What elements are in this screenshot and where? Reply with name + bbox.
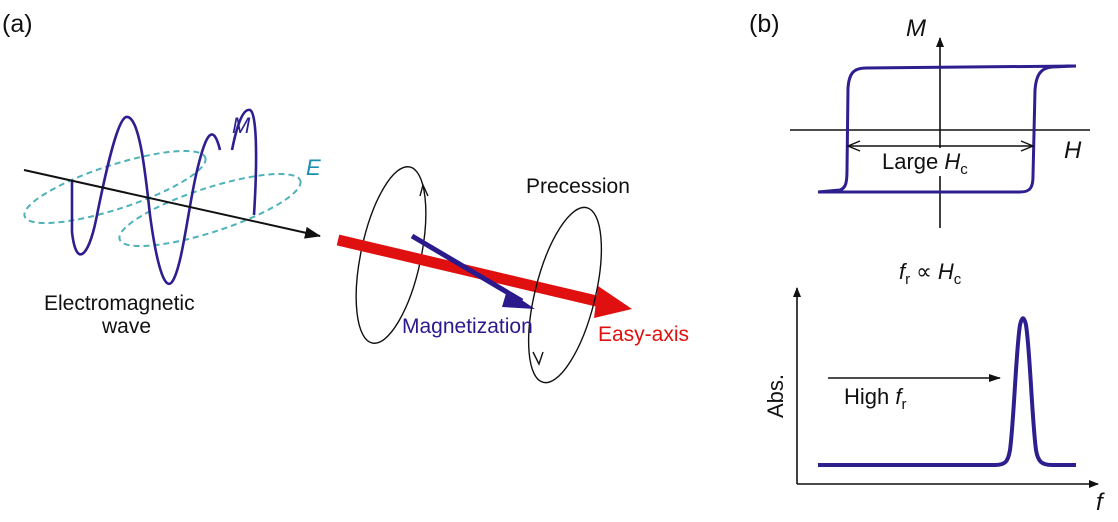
magnetization-arrow [410, 233, 524, 304]
hysteresis-x-label: H [1064, 137, 1082, 164]
hc-arrowhead-right [1020, 140, 1035, 152]
wave-label-2: wave [101, 315, 151, 338]
absorption-curve [818, 316, 1076, 467]
hysteresis-loop [817, 64, 1077, 194]
high-fr-annotation: High fr [844, 384, 906, 413]
easy-axis-arrowhead [594, 286, 632, 318]
m-label: M [232, 113, 251, 138]
hc-label-bg [878, 148, 998, 176]
easy-axis-label: Easy-axis [598, 323, 689, 346]
relation-text: fr∝Hc [899, 259, 962, 288]
magnetization-arrowhead [502, 290, 535, 309]
propagation-arrow [23, 169, 321, 239]
wave-label: Electromagnetic [44, 292, 195, 315]
absorption-plot: Abs. f High fr [763, 287, 1105, 516]
e-field-ellipses [23, 149, 302, 248]
m-wave-main [70, 108, 258, 286]
abs-y-label: Abs. [763, 374, 788, 418]
hysteresis-plot: M H Large Hc [790, 15, 1090, 228]
magnetization-label: Magnetization [402, 315, 533, 338]
hysteresis-y-label: M [906, 15, 926, 42]
precession-label: Precession [526, 175, 630, 198]
panel-a-label: (a) [2, 10, 33, 38]
e-ellipse-2 [118, 172, 302, 248]
abs-x-label: f [1096, 489, 1105, 516]
hc-arrowhead-left [846, 140, 861, 152]
precession-ellipse-right [527, 206, 603, 384]
hc-annotation: Large Hc [882, 149, 968, 178]
e-label: E [306, 155, 321, 180]
precession-arrow-right [532, 351, 544, 366]
precession-arrow-left [419, 182, 429, 197]
panel-b-label: (b) [749, 10, 780, 38]
